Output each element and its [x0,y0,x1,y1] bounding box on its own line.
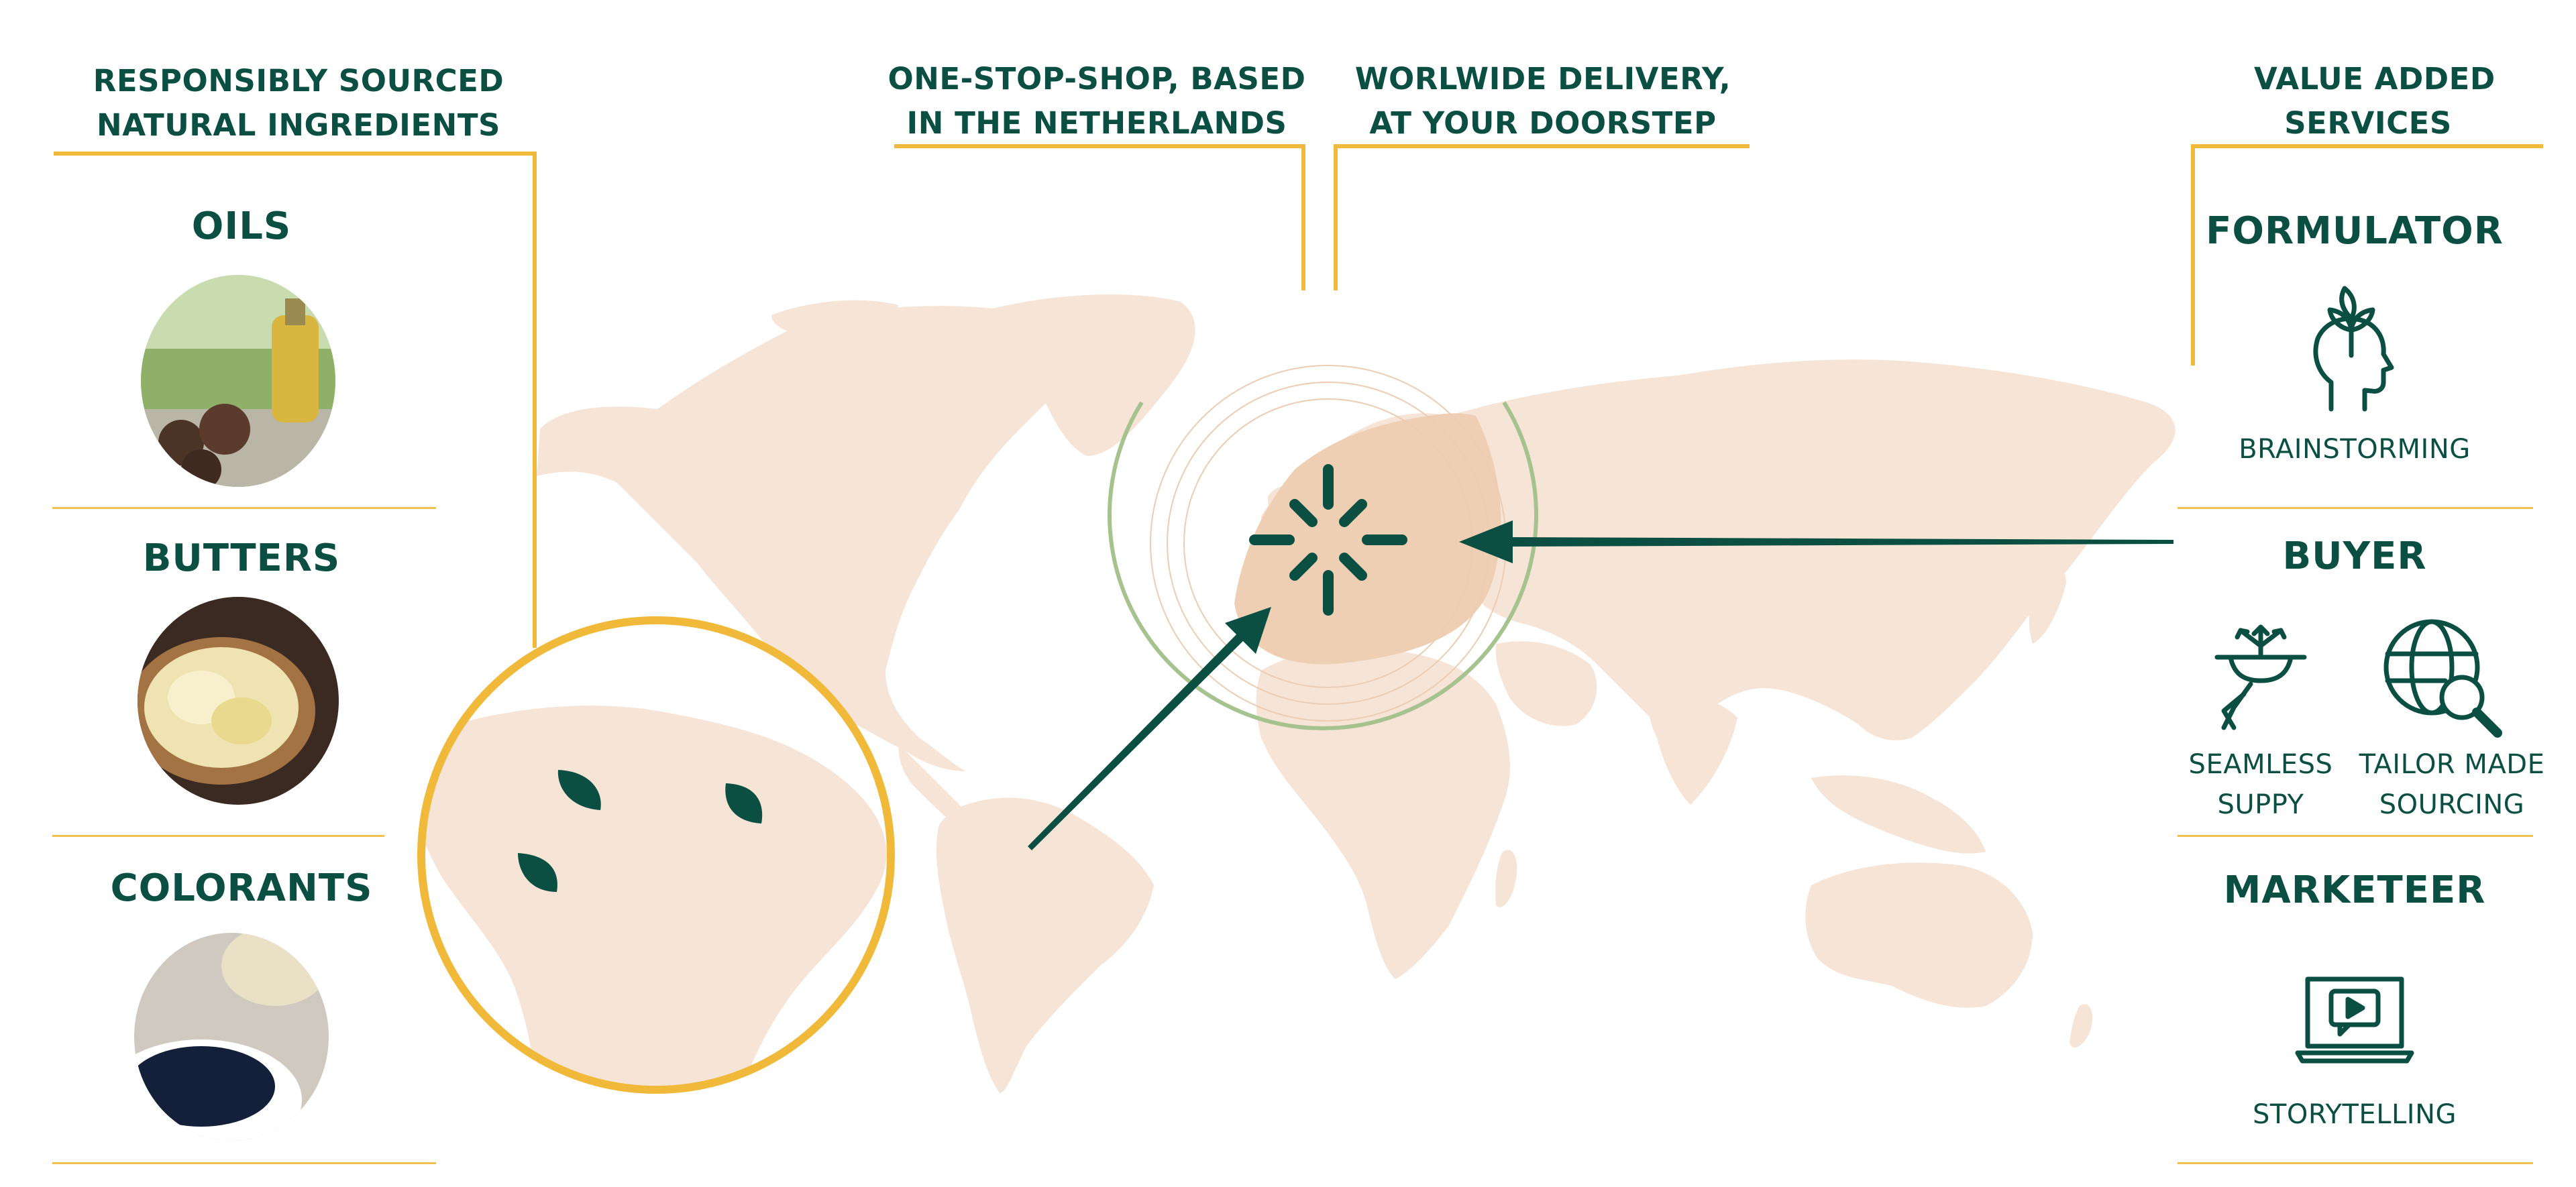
japan [2029,563,2066,644]
left-bracket-top [54,152,537,156]
header-line: NATURAL INGREDIENTS [97,107,500,143]
ingredient-oils-label: OILS [191,205,292,248]
service-storytelling: STORYTELLING [2253,1099,2457,1130]
india [1649,695,1737,805]
left-bracket-vertical [533,152,537,648]
onestop-bracket-vertical [1301,144,1305,290]
delivery-bracket-top [1334,144,1750,148]
services-bracket-vertical [2191,144,2195,365]
ingredient-butters-label: BUTTERS [142,536,341,580]
greenland [993,294,1195,456]
ingredient-colorants-label: COLORANTS [110,866,373,910]
service-line: SOURCING [2379,789,2525,820]
separator [2178,1162,2533,1164]
service-line: SEAMLESS [2188,749,2333,780]
butters-image [138,597,339,805]
header-line: RESPONSIBLY SOURCED [93,63,504,99]
globe-search-icon [2383,619,2502,738]
service-tailor-made-sourcing: TAILOR MADE SOURCING [2351,744,2553,825]
header-onestop: ONE-STOP-SHOP, BASED IN THE NETHERLANDS [885,57,1308,146]
south-america [936,797,1154,1093]
onestop-bracket-top [894,144,1305,148]
header-line: IN THE NETHERLANDS [906,105,1287,141]
supply-tray-icon [2214,624,2307,730]
header-sourced: RESPONSIBLY SOURCED NATURAL INGREDIENTS [60,59,537,148]
separator [52,835,384,837]
header-line: WORLWIDE DELIVERY, [1354,61,1731,97]
separator [52,1162,436,1164]
new-zealand [2070,1004,2093,1048]
leaf-marker-icon [557,770,601,810]
head-with-leaves-icon [2313,286,2394,412]
header-delivery: WORLWIDE DELIVERY, AT YOUR DOORSTEP [1335,57,1751,146]
role-marketeer-label: MARKETEER [2223,868,2486,912]
service-brainstorming: BRAINSTORMING [2239,434,2471,465]
arctic-islands [771,300,899,335]
africa [1256,648,1510,979]
madagascar [1495,850,1517,907]
service-seamless-supply: SEAMLESS SUPPY [2174,744,2348,825]
leaf-marker-icon [518,853,557,892]
arabia [1495,641,1597,726]
leaf-marker-icon [725,783,763,824]
header-services: VALUE ADDED SERVICES [2254,57,2496,146]
arrow-from-south-america [1028,607,1271,850]
netherlands-burst-icon [1249,464,1407,616]
delivery-bracket-vertical [1334,144,1338,290]
separator [2178,835,2533,837]
separator [2178,507,2533,509]
video-laptop-icon [2295,976,2414,1064]
role-buyer-label: BUYER [2282,534,2427,578]
role-formulator-label: FORMULATOR [2206,209,2504,253]
services-bracket-top [2191,144,2543,148]
north-america [537,306,1100,771]
arrow-from-asia [1459,520,2174,563]
asia [1449,359,2176,740]
amazon-zoom-circle [417,616,895,1094]
australia [1805,862,2033,1008]
header-line: VALUE ADDED [2254,61,2496,97]
header-line: AT YOUR DOORSTEP [1369,105,1717,141]
service-line: SUPPY [2217,789,2304,820]
separator [52,507,436,509]
header-line: ONE-STOP-SHOP, BASED [888,61,1306,97]
header-line: SERVICES [2284,105,2452,141]
se-asia-islands [1811,775,1986,854]
colorants-image [134,933,329,1141]
oils-image [141,275,335,487]
service-line: TAILOR MADE [2359,749,2545,780]
